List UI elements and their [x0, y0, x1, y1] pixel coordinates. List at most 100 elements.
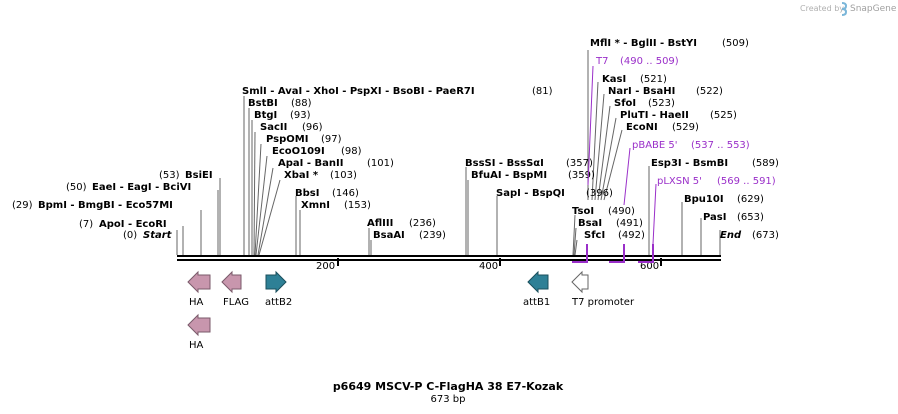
feature-arrow-flag — [221, 270, 242, 294]
enzyme-label: Bpu10I — [684, 194, 724, 205]
enzyme-label: ApoI - EcoRI — [99, 219, 167, 230]
enzyme-label: BstBI — [248, 98, 278, 109]
feature-arrow-ha-2 — [187, 313, 211, 337]
enzyme-label: ApaI - BanII — [278, 158, 343, 169]
enzyme-label: MflI * - BglII - BstYI — [590, 38, 697, 49]
primer-range: (537 .. 553) — [691, 140, 750, 151]
end-label: End — [720, 230, 742, 241]
enzyme-position: (50) — [66, 182, 87, 193]
enzyme-position: (396) — [586, 188, 613, 199]
start-label: Start — [143, 230, 173, 241]
enzyme-position: (523) — [648, 98, 675, 109]
primer-range: (569 .. 591) — [717, 176, 776, 187]
enzyme-position: (81) — [532, 86, 553, 97]
end-position: (673) — [752, 230, 779, 241]
primer-label: pBABE 5' — [632, 140, 678, 151]
tick-label: 200 — [316, 261, 335, 272]
enzyme-label: BsaAI — [373, 230, 405, 241]
enzyme-label: Esp3I - BsmBI — [651, 158, 728, 169]
primer-label: T7 — [595, 56, 608, 67]
enzyme-position: (98) — [341, 146, 362, 157]
enzyme-position: (53) — [159, 170, 180, 181]
primer-leader — [623, 147, 631, 206]
enzyme-position: (146) — [332, 188, 359, 199]
feature-label: attB1 — [523, 297, 550, 308]
primer-t7-arrow — [572, 244, 588, 263]
enzyme-position: (359) — [568, 170, 595, 181]
enzyme-position: (509) — [722, 38, 749, 49]
enzyme-position: (521) — [640, 74, 667, 85]
enzyme-position: (239) — [419, 230, 446, 241]
enzyme-position: (88) — [291, 98, 312, 109]
tick-label: 400 — [479, 261, 498, 272]
enzyme-position: (629) — [737, 194, 764, 205]
feature-label: HA — [189, 297, 204, 308]
enzyme-label: BsiEI — [185, 170, 213, 181]
primer-group: T7 (490 .. 509) pBABE 5' (537 .. 553) pL… — [572, 56, 776, 263]
map-length: 673 bp — [431, 394, 466, 405]
primer-label: pLXSN 5' — [657, 176, 702, 187]
enzyme-label: XbaI * — [284, 170, 319, 181]
enzyme-label: EcoO109I — [272, 146, 325, 157]
enzyme-label: TsoI — [572, 206, 594, 217]
created-by-label: Created by — [800, 4, 844, 13]
enzyme-position: (529) — [672, 122, 699, 133]
map-title: p6649 MSCV-P C-FlagHA 38 E7-Kozak — [333, 380, 564, 393]
enzyme-label: XmnI — [301, 200, 330, 211]
enzyme-label: PasI — [703, 212, 726, 223]
primer-pbabe-arrow — [609, 244, 625, 263]
primer-plxsn-arrow — [638, 244, 654, 263]
enzyme-position: (236) — [409, 218, 436, 229]
feature-label: T7 promoter — [571, 297, 635, 308]
feature-label: attB2 — [265, 297, 292, 308]
enzyme-position: (491) — [616, 218, 643, 229]
primer-range: (490 .. 509) — [620, 56, 679, 67]
enzyme-label: BbsI — [295, 188, 319, 199]
enzyme-position: (153) — [344, 200, 371, 211]
enzyme-position: (97) — [321, 134, 342, 145]
enzyme-label: BpmI - BmgBI - Eco57MI — [38, 200, 173, 211]
enzyme-position: (357) — [566, 158, 593, 169]
enzyme-label: PspOMI — [266, 134, 308, 145]
enzyme-label: BssSI - BssSαI — [465, 158, 544, 169]
enzyme-label: EcoNI — [626, 122, 658, 133]
tick-label: 600 — [640, 261, 659, 272]
enzyme-leader-lines — [176, 50, 721, 256]
enzyme-position: (101) — [367, 158, 394, 169]
enzyme-position: (103) — [330, 170, 357, 181]
enzyme-label: SapI - BspQI — [496, 188, 565, 199]
enzyme-position: (653) — [737, 212, 764, 223]
feature-arrow-attb1 — [527, 270, 549, 294]
enzyme-label: EaeI - EagI - BciVI — [92, 182, 191, 193]
enzyme-position: (29) — [12, 200, 33, 211]
feature-label: FLAG — [223, 297, 249, 308]
enzyme-position: (525) — [710, 110, 737, 121]
snapgene-logo-icon — [841, 2, 848, 16]
ruler-ticks: 200 400 600 — [316, 258, 662, 272]
feature-arrow-t7-promoter — [571, 270, 589, 294]
enzyme-label-group: ApoI - EcoRI (7) BpmI - BmgBI - Eco57MI … — [12, 38, 779, 241]
snapgene-brand-label: SnapGene — [850, 4, 897, 14]
feature-label: HA — [189, 340, 204, 351]
enzyme-label: SfcI — [584, 230, 605, 241]
enzyme-position: (490) — [608, 206, 635, 217]
primer-leader — [587, 65, 594, 186]
primer-leader — [652, 183, 657, 245]
enzyme-label: SfoI — [614, 98, 636, 109]
enzyme-label: BfuAI - BspMI — [471, 170, 547, 181]
enzyme-label: BtgI — [254, 110, 277, 121]
feature-group: HA FLAG attB2 attB1 T7 promoter HA — [187, 270, 635, 351]
enzyme-label: KasI — [602, 74, 626, 85]
enzyme-position: (492) — [618, 230, 645, 241]
enzyme-label: SacII — [260, 122, 287, 133]
enzyme-position: (522) — [696, 86, 723, 97]
feature-arrow-ha — [187, 270, 211, 294]
enzyme-position: (96) — [302, 122, 323, 133]
enzyme-position: (93) — [290, 110, 311, 121]
start-position: (0) — [123, 230, 137, 241]
enzyme-position: (7) — [79, 219, 93, 230]
enzyme-label: PluTI - HaeII — [620, 110, 689, 121]
enzyme-position: (589) — [752, 158, 779, 169]
